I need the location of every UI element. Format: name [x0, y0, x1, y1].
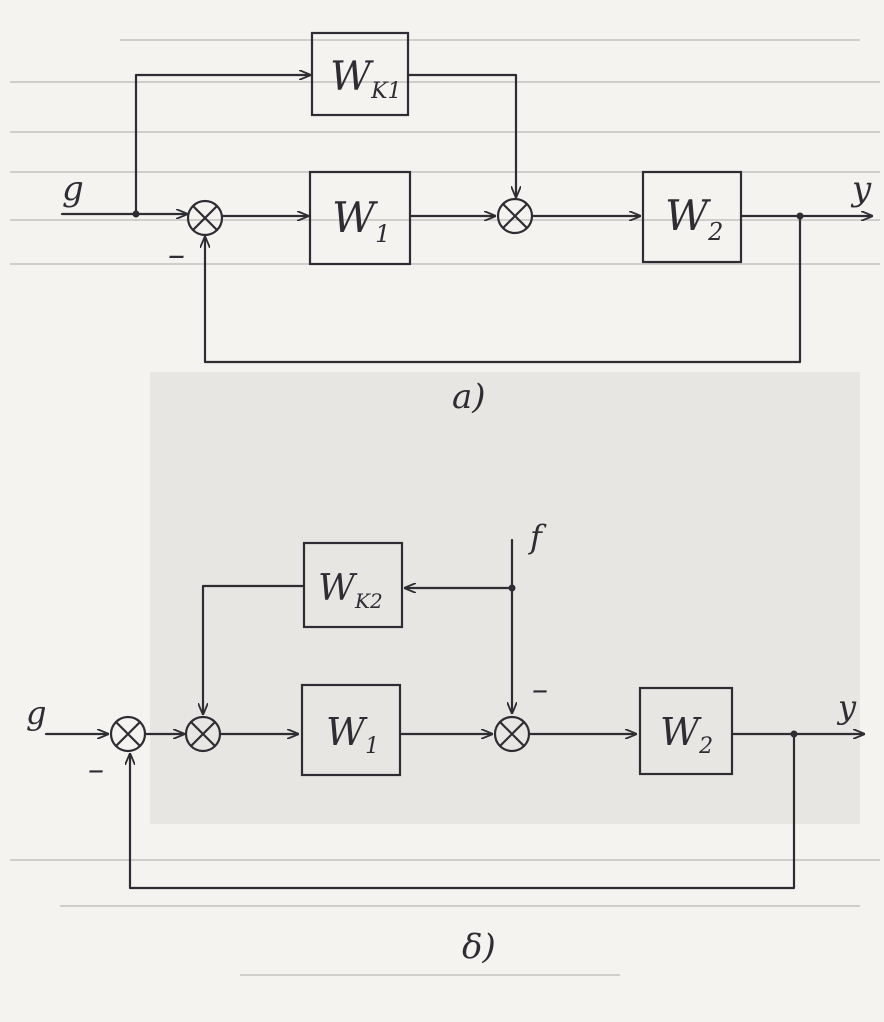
svg-text:W1: W1	[326, 710, 379, 759]
block-wk2-main: W	[318, 568, 358, 609]
output-label-y-a: y	[850, 169, 872, 209]
line-wk1-to-sum2	[406, 73, 516, 199]
faint-show-through-text	[10, 39, 880, 976]
caption-b: δ)	[462, 927, 496, 967]
feedback-line-a	[205, 214, 802, 364]
input-label-g-b: g	[26, 694, 46, 732]
svg-text:W1: W1	[332, 193, 390, 248]
block-w2-b-sub: 2	[698, 734, 713, 759]
block-w1-a	[308, 170, 412, 266]
block-w2-a-sub: 2	[707, 218, 723, 246]
block-w2-b-main: W	[660, 710, 702, 754]
svg-text:WK2: WK2	[318, 568, 383, 613]
block-w1-b-sub: 1	[365, 734, 379, 759]
minus-sign-feedback-a: –	[168, 235, 185, 275]
line-wk2-to-sum2	[203, 584, 306, 716]
block-w1-a-main: W	[332, 193, 379, 242]
minus-sign-disturbance-b: –	[532, 670, 548, 708]
caption-a: a)	[452, 377, 486, 417]
svg-text:WK1: WK1	[330, 54, 402, 104]
diagram-b: W1 W2 WK2 g y f – – δ)	[26, 518, 866, 967]
svg-text:W2: W2	[660, 710, 713, 759]
minus-sign-feedback-b: –	[88, 750, 104, 788]
input-label-g-a: g	[62, 169, 84, 209]
output-label-y-b: y	[836, 688, 857, 726]
diagram-a: WK1 W1 W2 g y – a)	[60, 31, 874, 417]
block-wk1-main: W	[330, 54, 374, 100]
block-w2-a-main: W	[665, 191, 712, 240]
svg-text:W2: W2	[665, 191, 723, 246]
line-to-wk1	[134, 75, 312, 216]
block-wk1-sub: K1	[370, 79, 401, 104]
block-wk2-sub: K2	[354, 589, 383, 613]
block-w1-a-sub: 1	[375, 220, 390, 248]
scan-shade	[150, 372, 860, 824]
block-w2-b	[638, 686, 734, 776]
feedback-line-b	[130, 732, 796, 890]
block-w1-b-main: W	[326, 710, 368, 754]
block-w1-b	[300, 683, 402, 777]
summing-junction-1-a	[186, 199, 224, 237]
